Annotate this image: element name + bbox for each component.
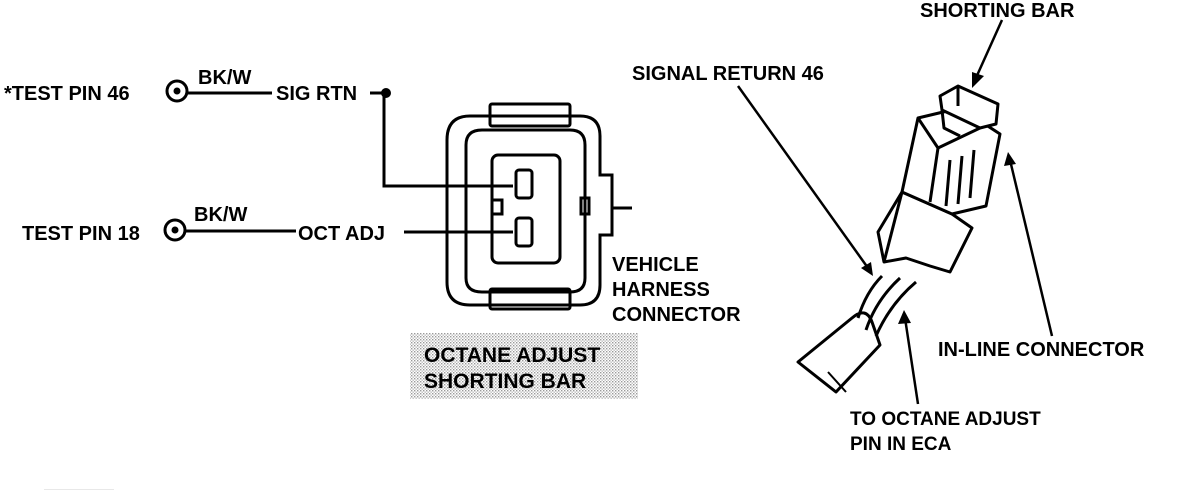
- arrowheads: [861, 72, 1016, 324]
- test-pin-18-label: TEST PIN 18: [22, 223, 140, 245]
- to-octane-adjust-line2: PIN IN ECA: [850, 434, 952, 455]
- octane-shorting-bar-line2: SHORTING BAR: [424, 370, 586, 393]
- wire-color-bottom: BK/W: [194, 204, 247, 226]
- wire-color-top: BK/W: [198, 67, 251, 89]
- leader-lines: [736, 19, 1054, 405]
- octane-shorting-bar-box: [410, 333, 638, 399]
- test-pin-46-terminal-icon: [165, 79, 189, 103]
- octane-shorting-bar-line1: OCTANE ADJUST: [424, 344, 600, 367]
- vehicle-harness-line3: CONNECTOR: [612, 304, 741, 326]
- vehicle-harness-connector-icon: [445, 102, 632, 311]
- wire-sig-rtn: [382, 93, 513, 188]
- oct-adj-label: OCT ADJ: [298, 223, 385, 245]
- signal-return-46-label: SIGNAL RETURN 46: [632, 63, 824, 85]
- vehicle-harness-line2: HARNESS: [612, 279, 710, 301]
- vehicle-harness-line1: VEHICLE: [612, 254, 699, 276]
- test-pin-46-label: *TEST PIN 46: [4, 83, 130, 105]
- inline-connector-icon: [796, 84, 1002, 394]
- to-octane-adjust-line1: TO OCTANE ADJUST: [850, 409, 1041, 430]
- in-line-connector-label: IN-LINE CONNECTOR: [938, 339, 1145, 361]
- test-pin-18-terminal-icon: [163, 218, 187, 242]
- shorting-bar-label: SHORTING BAR: [920, 0, 1075, 22]
- sig-rtn-label: SIG RTN: [276, 83, 357, 105]
